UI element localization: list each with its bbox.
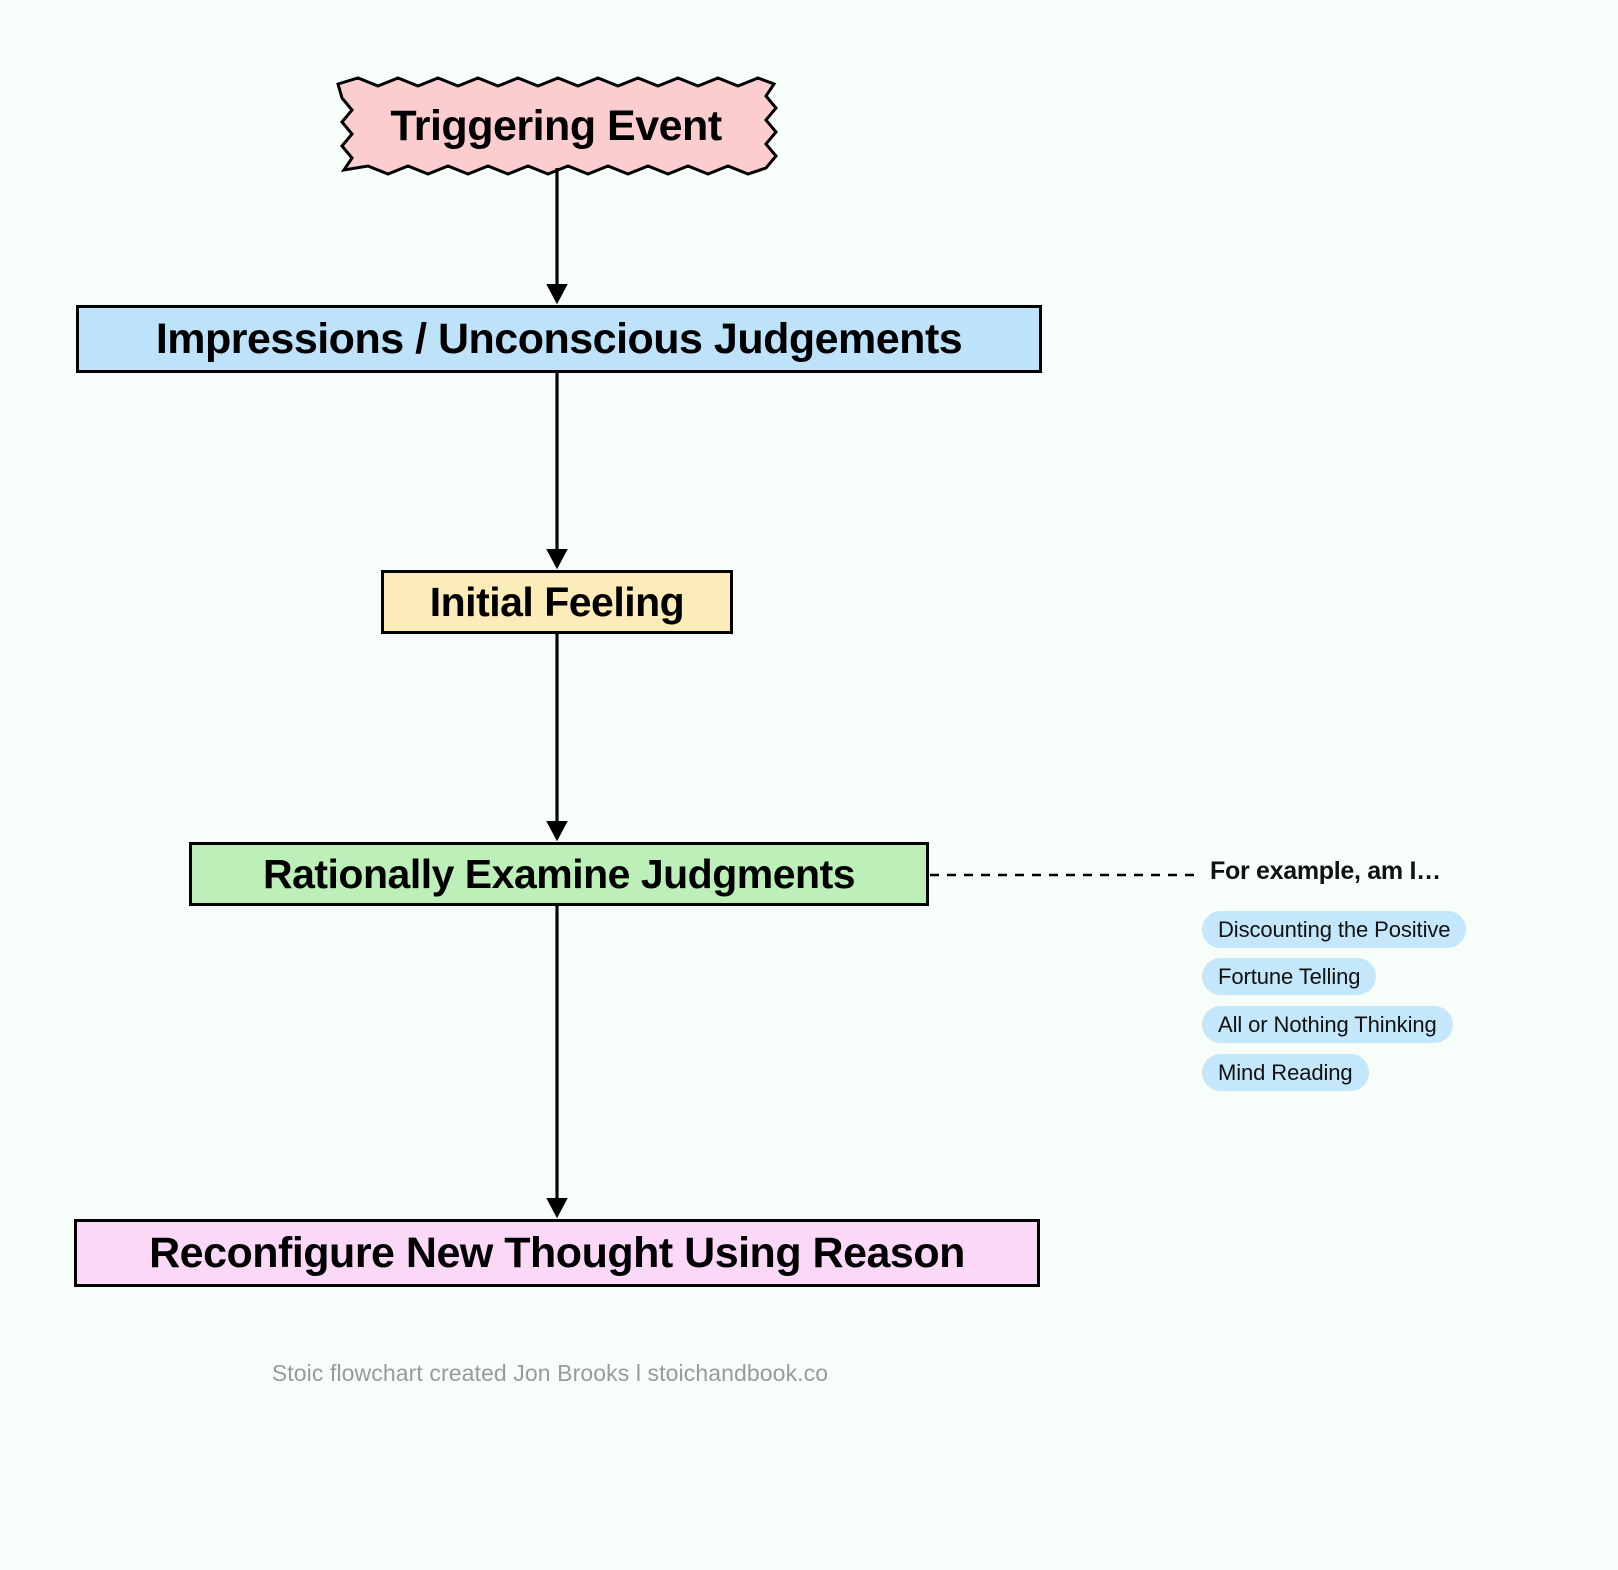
node-label-examine: Rationally Examine Judgments — [262, 850, 856, 897]
node-initial-feeling[interactable]: Initial Feeling — [381, 570, 733, 634]
side-panel-heading: For example, am I… — [1210, 857, 1441, 885]
pill-label: All or Nothing Thinking — [1218, 1011, 1437, 1037]
pill-fortune-telling[interactable]: Fortune Telling — [1202, 958, 1377, 995]
node-rationally-examine-judgments[interactable]: Rationally Examine Judgments — [189, 842, 929, 906]
pill-label: Discounting the Positive — [1218, 916, 1451, 942]
node-label-impressions: Impressions / Unconscious Judgements — [155, 314, 963, 363]
pill-discounting-the-positive[interactable]: Discounting the Positive — [1202, 911, 1467, 948]
pill-mind-reading[interactable]: Mind Reading — [1202, 1054, 1369, 1091]
node-label-initial-feeling: Initial Feeling — [429, 578, 685, 625]
pill-all-or-nothing-thinking[interactable]: All or Nothing Thinking — [1202, 1006, 1453, 1043]
node-impressions-unconscious-judgements[interactable]: Impressions / Unconscious Judgements — [76, 305, 1042, 373]
pill-label: Fortune Telling — [1218, 963, 1361, 989]
node-label-reconfigure: Reconfigure New Thought Using Reason — [149, 1228, 965, 1277]
node-label-triggering-event: Triggering Event — [390, 101, 722, 150]
node-reconfigure-new-thought[interactable]: Reconfigure New Thought Using Reason — [74, 1219, 1040, 1287]
pill-label: Mind Reading — [1218, 1059, 1353, 1085]
footer-credit: Stoic flowchart created Jon Brooks l sto… — [271, 1360, 829, 1386]
zigzag-shape-icon — [336, 76, 778, 176]
node-triggering-event[interactable]: Triggering Event — [330, 74, 782, 178]
